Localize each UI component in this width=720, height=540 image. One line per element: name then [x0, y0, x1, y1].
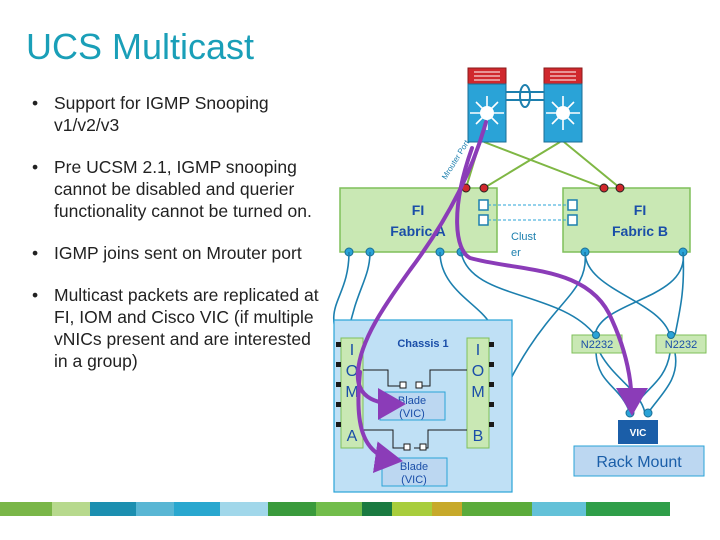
uplink-lines	[465, 141, 621, 189]
iom-a-letter: M	[345, 384, 358, 401]
footer-segment	[0, 502, 52, 516]
rack-mount-label: Rack Mount	[596, 454, 682, 471]
bullet-item: IGMP joins sent on Mrouter port	[30, 242, 320, 264]
iom-a-letter: O	[346, 363, 358, 380]
vic-card	[618, 420, 658, 444]
multicast-path	[355, 120, 648, 473]
iom-b-letter: B	[473, 428, 484, 445]
slide-title: UCS Multicast	[26, 26, 255, 67]
iom-b-letter: O	[472, 363, 484, 380]
iom-ports	[336, 342, 494, 427]
fi-a-label-line1: FI	[412, 202, 424, 218]
cluster-label-line1: Clust	[511, 231, 536, 243]
blade-1-label-line2: (VIC)	[399, 408, 425, 420]
cluster-label-line2: er	[511, 247, 521, 259]
bullet-list: Support for IGMP Snooping v1/v2/v3 Pre U…	[30, 92, 320, 392]
footer-segment	[174, 502, 220, 516]
iom-b-letter: I	[476, 342, 480, 359]
chassis: Chassis 1 I O M A I O M B	[333, 319, 513, 493]
fex-right-label: N2232	[665, 339, 697, 351]
fex-left: N2232	[571, 331, 623, 354]
fabric-interconnect-a: FI Fabric A	[339, 183, 498, 257]
fi-a-label-line2: Fabric A	[390, 223, 446, 239]
rack-mount-server: VIC Rack Mount	[573, 408, 705, 477]
fi-b-label-line2: Fabric B	[612, 223, 668, 239]
iom-b-letter: M	[471, 384, 484, 401]
footer-segment	[532, 502, 586, 516]
footer-segment	[52, 502, 90, 516]
footer-segment	[220, 502, 268, 516]
iom-a-letter: I	[350, 342, 354, 359]
footer-segment	[362, 502, 392, 516]
chassis-label: Chassis 1	[397, 338, 448, 350]
fi-b-label-line1: FI	[634, 202, 646, 218]
fabric-interconnect-b: FI Fabric B	[562, 183, 691, 257]
footer-segment	[432, 502, 462, 516]
iom-a-letter: A	[347, 428, 358, 445]
bullet-item: Multicast packets are replicated at FI, …	[30, 284, 320, 372]
footer-color-bar	[0, 502, 720, 516]
footer-segment	[90, 502, 136, 516]
footer-segment	[268, 502, 316, 516]
fex-left-label: N2232	[581, 339, 613, 351]
fex-right: N2232	[655, 331, 707, 354]
footer-segment	[136, 502, 174, 516]
switch-right	[543, 67, 583, 143]
footer-segment	[316, 502, 362, 516]
switch-peer-link	[506, 84, 544, 108]
footer-segment	[462, 502, 532, 516]
footer-segment	[586, 502, 670, 516]
bullet-item: Support for IGMP Snooping v1/v2/v3	[30, 92, 320, 136]
footer-segment	[392, 502, 432, 516]
vic-label: VIC	[630, 428, 647, 439]
blade-2-label-line1: Blade	[400, 461, 428, 473]
switch-left	[467, 67, 507, 143]
blade-2-label-line2: (VIC)	[401, 474, 427, 486]
cluster-links	[488, 204, 568, 221]
bullet-item: Pre UCSM 2.1, IGMP snooping cannot be di…	[30, 156, 320, 222]
blade-1-label-line1: Blade	[398, 395, 426, 407]
iom-b	[466, 337, 490, 449]
